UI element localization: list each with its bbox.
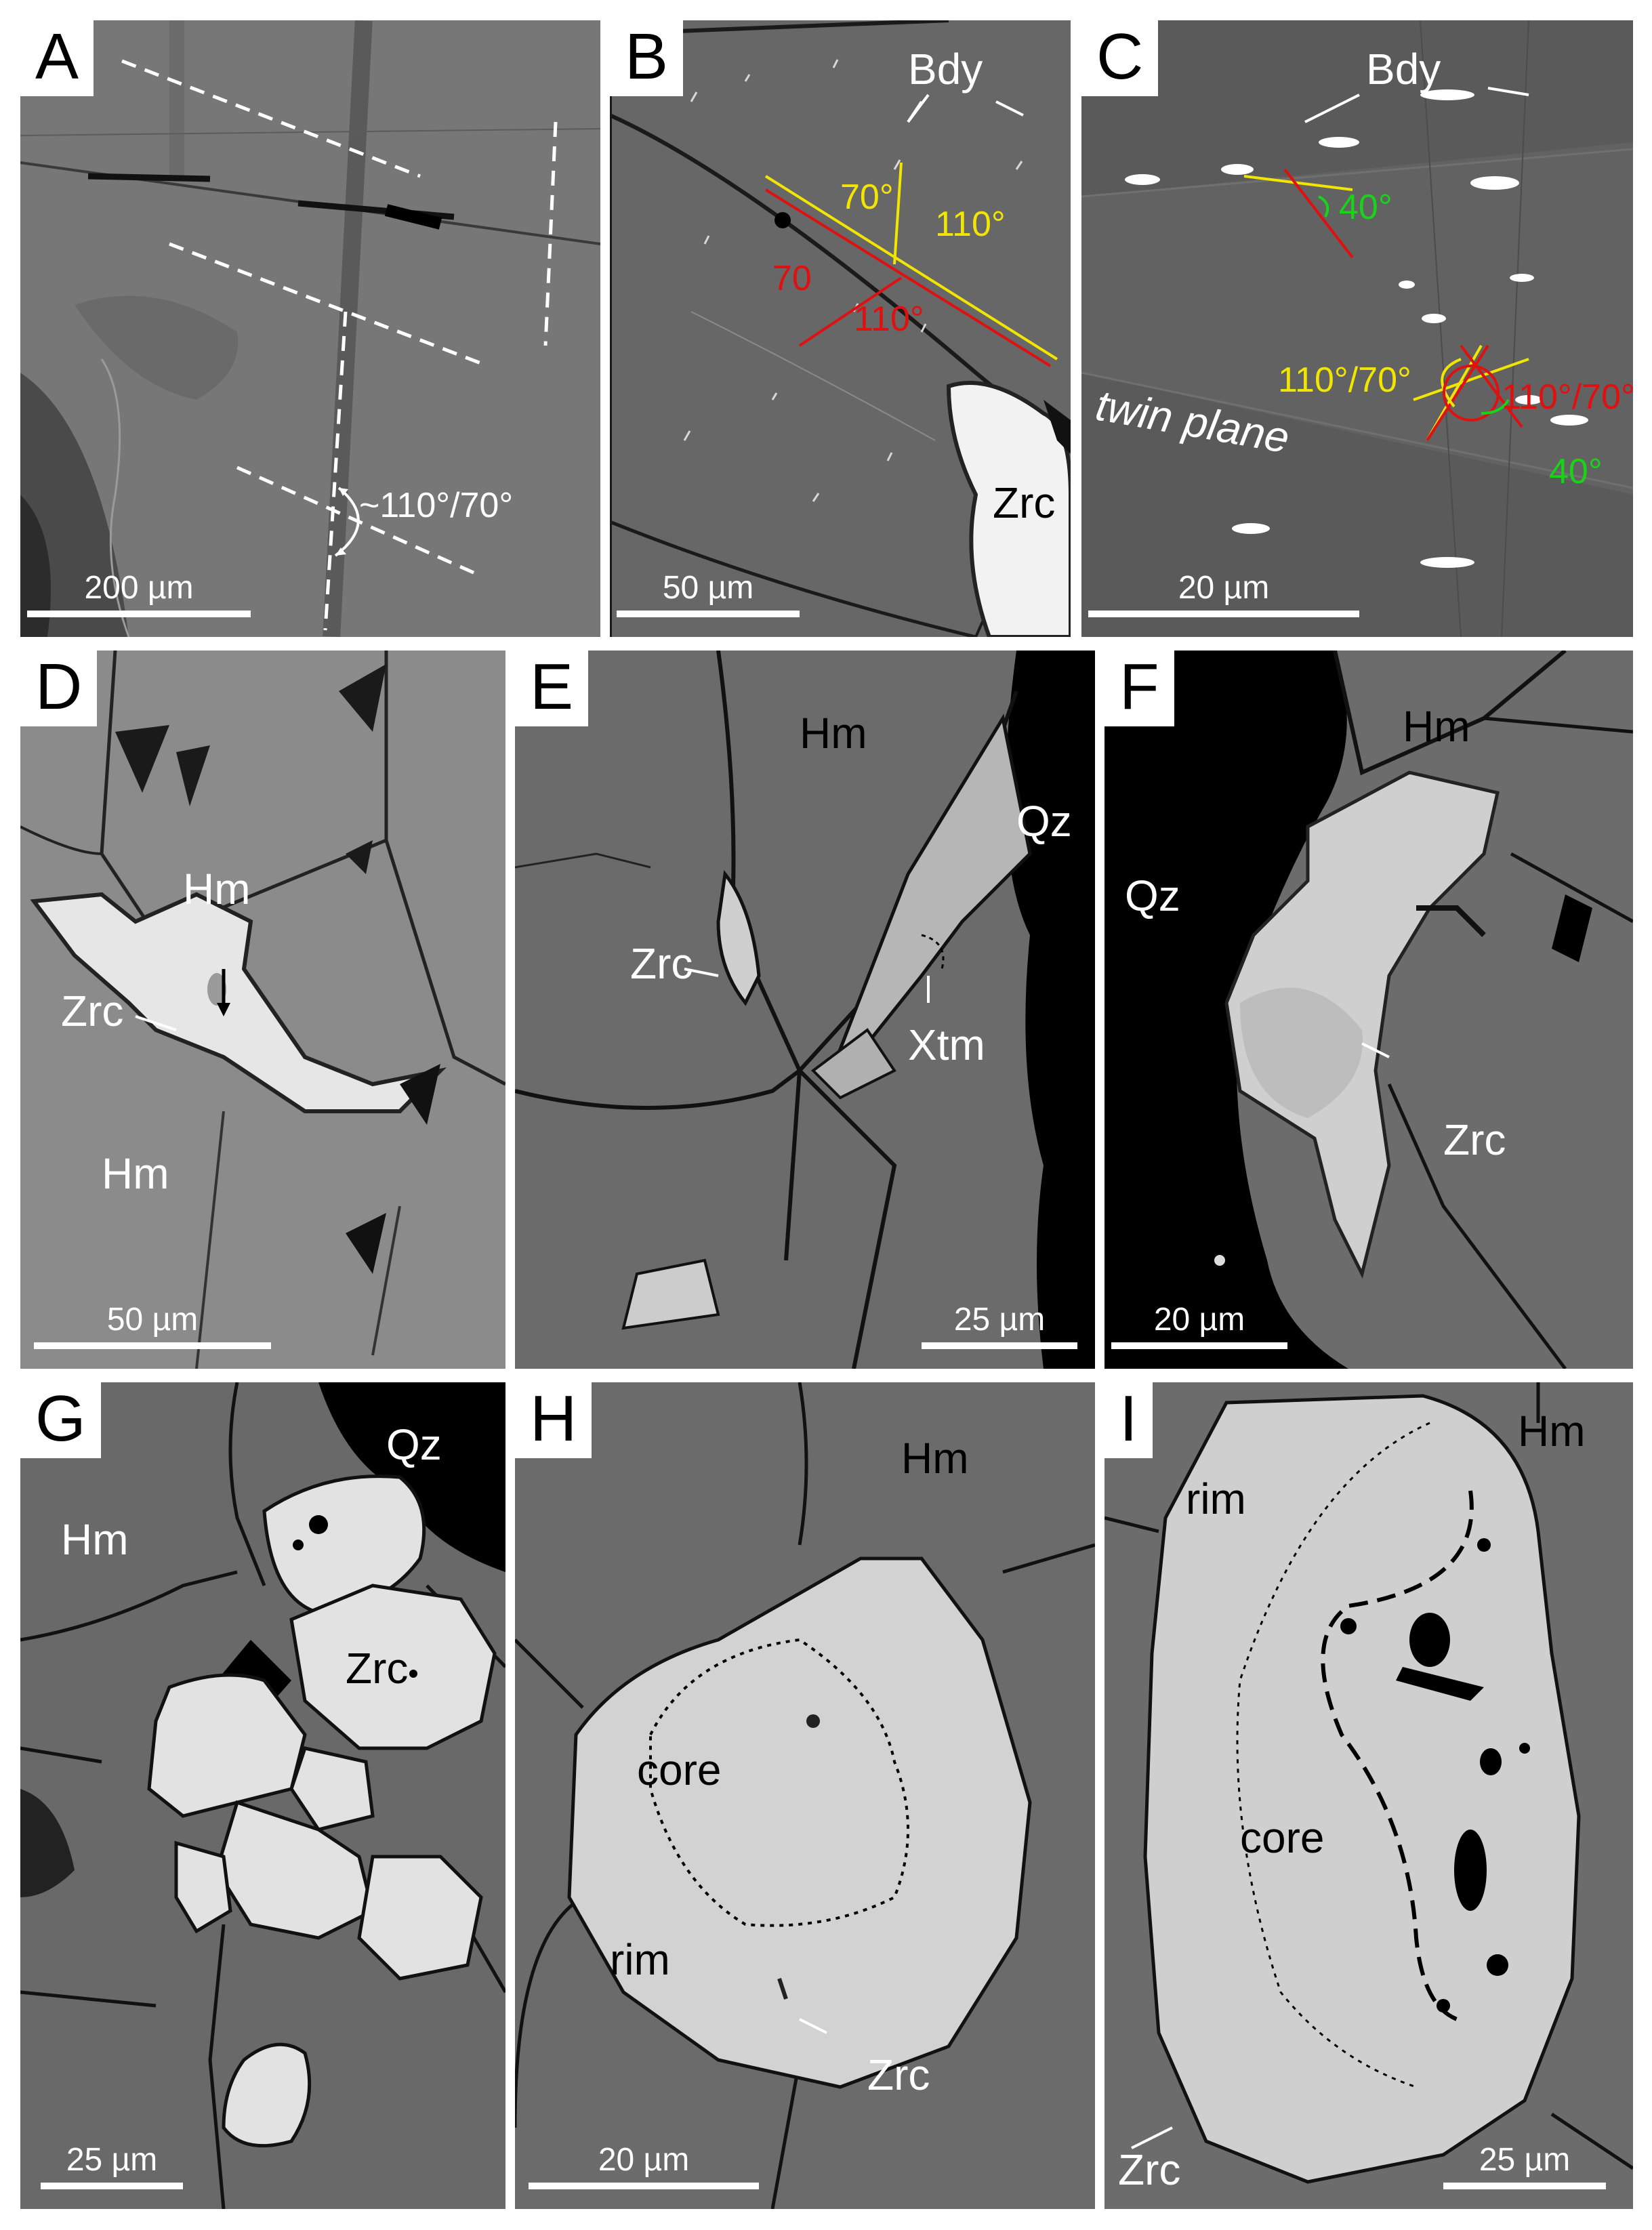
scale-bar-label: 200 µm — [84, 570, 194, 606]
panel-h-label: H — [515, 1382, 592, 1458]
scale-bar-label: 25 µm — [1479, 2142, 1571, 2178]
panel-b: B Bdy 70° 110° 70 110° Zrc 50 µm — [610, 20, 1071, 637]
core-label: core — [1240, 1813, 1325, 1862]
panel-e-image — [515, 651, 1095, 1369]
panel-g: G Qz Hm Zrc 25 µm — [20, 1382, 505, 2209]
panel-i-label: I — [1104, 1382, 1153, 1458]
xtm-label: Xtm — [908, 1020, 985, 1069]
scale-bar-line — [617, 611, 800, 617]
panel-f-image — [1104, 651, 1633, 1369]
panel-g-label: G — [20, 1382, 101, 1458]
panel-a-label: A — [20, 20, 94, 96]
qz-label: Qz — [386, 1420, 442, 1469]
panel-h-image — [515, 1382, 1095, 2209]
angle-110-yellow: 110° — [935, 205, 1006, 244]
panel-g-image — [20, 1382, 505, 2209]
core-label: core — [637, 1746, 722, 1794]
scale-bar: 25 µm — [922, 1301, 1077, 1349]
angle-70-red: 70 — [772, 259, 812, 298]
scale-bar-label: 20 µm — [598, 2142, 690, 2178]
scale-bar: 200 µm — [27, 569, 251, 617]
panel-e-label: E — [515, 651, 589, 726]
angle-40-green-top: 40° — [1339, 188, 1392, 227]
scale-bar: 25 µm — [1443, 2141, 1606, 2189]
zrc-label: Zrc — [1443, 1115, 1506, 1164]
angle-40-green-bottom: 40° — [1549, 452, 1603, 491]
zrc-label: Zrc — [867, 2050, 930, 2099]
angle-70-yellow: 70° — [840, 178, 894, 217]
scale-bar-label: 50 µm — [106, 1302, 199, 1338]
scale-bar: 20 µm — [1088, 569, 1359, 617]
qz-label: Qz — [1016, 797, 1072, 846]
panel-c: C Bdy 40° twin plane 110°/70° 110°/70° 4… — [1081, 20, 1633, 637]
panel-b-label: B — [610, 20, 684, 96]
panel-d: D Hm Zrc Hm 50 µm — [20, 651, 505, 1369]
panel-d-image — [20, 651, 505, 1369]
panel-i: I Hm rim core Zrc 25 µm — [1104, 1382, 1633, 2209]
zrc-label: Zrc — [993, 478, 1056, 527]
rim-label: rim — [610, 1935, 670, 1984]
panel-a: A ~110°/70° 200 µm — [20, 20, 600, 637]
angle-110-70-red: 110°/70° — [1502, 377, 1633, 417]
scale-bar-line — [1111, 1342, 1287, 1349]
zrc-label: Zrc — [61, 987, 124, 1035]
scale-bar: 50 µm — [34, 1301, 271, 1349]
scale-bar: 25 µm — [41, 2141, 183, 2189]
hm-label: Hm — [61, 1515, 129, 1564]
qz-label: Qz — [1125, 871, 1180, 920]
panel-i-image — [1104, 1382, 1633, 2209]
bdy-label: Bdy — [1366, 45, 1441, 94]
panel-c-image — [1081, 20, 1633, 637]
zrc-label: Zrc — [346, 1644, 409, 1693]
scale-bar-label: 25 µm — [66, 2142, 158, 2178]
panel-f: F Hm Qz Zrc 20 µm — [1104, 651, 1633, 1369]
angle-label: ~110°/70° — [359, 486, 514, 525]
scale-bar-line — [1088, 611, 1359, 617]
scale-bar: 20 µm — [1111, 1301, 1287, 1349]
zrc-label: Zrc — [1118, 2145, 1181, 2194]
panel-d-label: D — [20, 651, 98, 726]
scale-bar-label: 20 µm — [1153, 1302, 1245, 1338]
scale-bar-label: 25 µm — [953, 1302, 1046, 1338]
panel-f-label: F — [1104, 651, 1174, 726]
scale-bar-line — [34, 1342, 271, 1349]
scale-bar-line — [922, 1342, 1077, 1349]
scale-bar-label: 50 µm — [662, 570, 754, 606]
panel-b-image — [610, 20, 1071, 637]
rim-label: rim — [1186, 1474, 1246, 1523]
scale-bar-label: 20 µm — [1178, 570, 1270, 606]
bdy-label: Bdy — [908, 45, 983, 94]
hm-label-top: Hm — [183, 865, 251, 913]
zrc-label: Zrc — [630, 939, 693, 988]
hm-label: Hm — [1518, 1407, 1586, 1455]
panel-a-image — [20, 20, 600, 637]
scale-bar: 50 µm — [617, 569, 800, 617]
panel-e: E Hm Qz Zrc Xtm 25 µm — [515, 651, 1095, 1369]
hm-label: Hm — [800, 709, 867, 758]
panel-c-label: C — [1081, 20, 1159, 96]
scale-bar-line — [529, 2183, 759, 2189]
hm-label: Hm — [1403, 702, 1470, 751]
scale-bar-line — [41, 2183, 183, 2189]
hm-label: Hm — [901, 1434, 969, 1483]
angle-110-red: 110° — [854, 300, 924, 339]
panel-h: H Hm core rim Zrc 20 µm — [515, 1382, 1095, 2209]
scale-bar: 20 µm — [529, 2141, 759, 2189]
scale-bar-line — [1443, 2183, 1606, 2189]
scale-bar-line — [27, 611, 251, 617]
hm-label-bottom: Hm — [102, 1149, 169, 1198]
angle-110-70-yellow: 110°/70° — [1278, 360, 1411, 400]
